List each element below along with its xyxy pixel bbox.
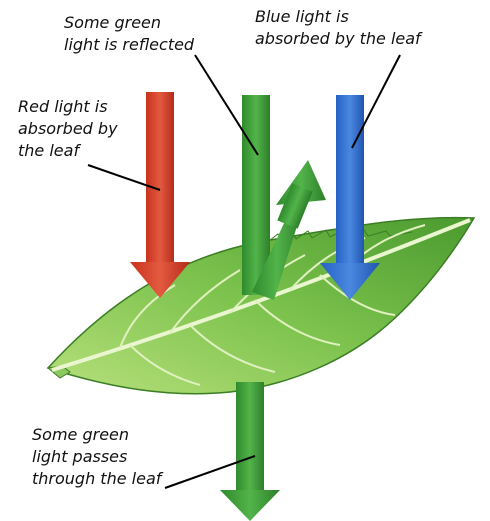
blue-light-arrow: [320, 95, 380, 300]
label-red-absorbed: Red light is absorbed by the leaf: [18, 96, 118, 162]
label-line: absorbed by the leaf: [255, 28, 421, 50]
label-line: Red light is: [18, 96, 118, 118]
label-line: Blue light is: [255, 6, 421, 28]
label-line: light passes: [32, 446, 161, 468]
label-line: the leaf: [18, 140, 118, 162]
label-line: through the leaf: [32, 468, 161, 490]
label-line: Some green: [64, 12, 194, 34]
label-line: light is reflected: [64, 34, 194, 56]
green-transmitted-arrow: [220, 382, 280, 521]
label-green-transmitted: Some green light passes through the leaf: [32, 424, 161, 490]
label-green-reflected: Some green light is reflected: [64, 12, 194, 56]
label-line: Some green: [32, 424, 161, 446]
label-line: absorbed by: [18, 118, 118, 140]
red-light-arrow: [130, 92, 190, 298]
label-blue-absorbed: Blue light is absorbed by the leaf: [255, 6, 421, 50]
